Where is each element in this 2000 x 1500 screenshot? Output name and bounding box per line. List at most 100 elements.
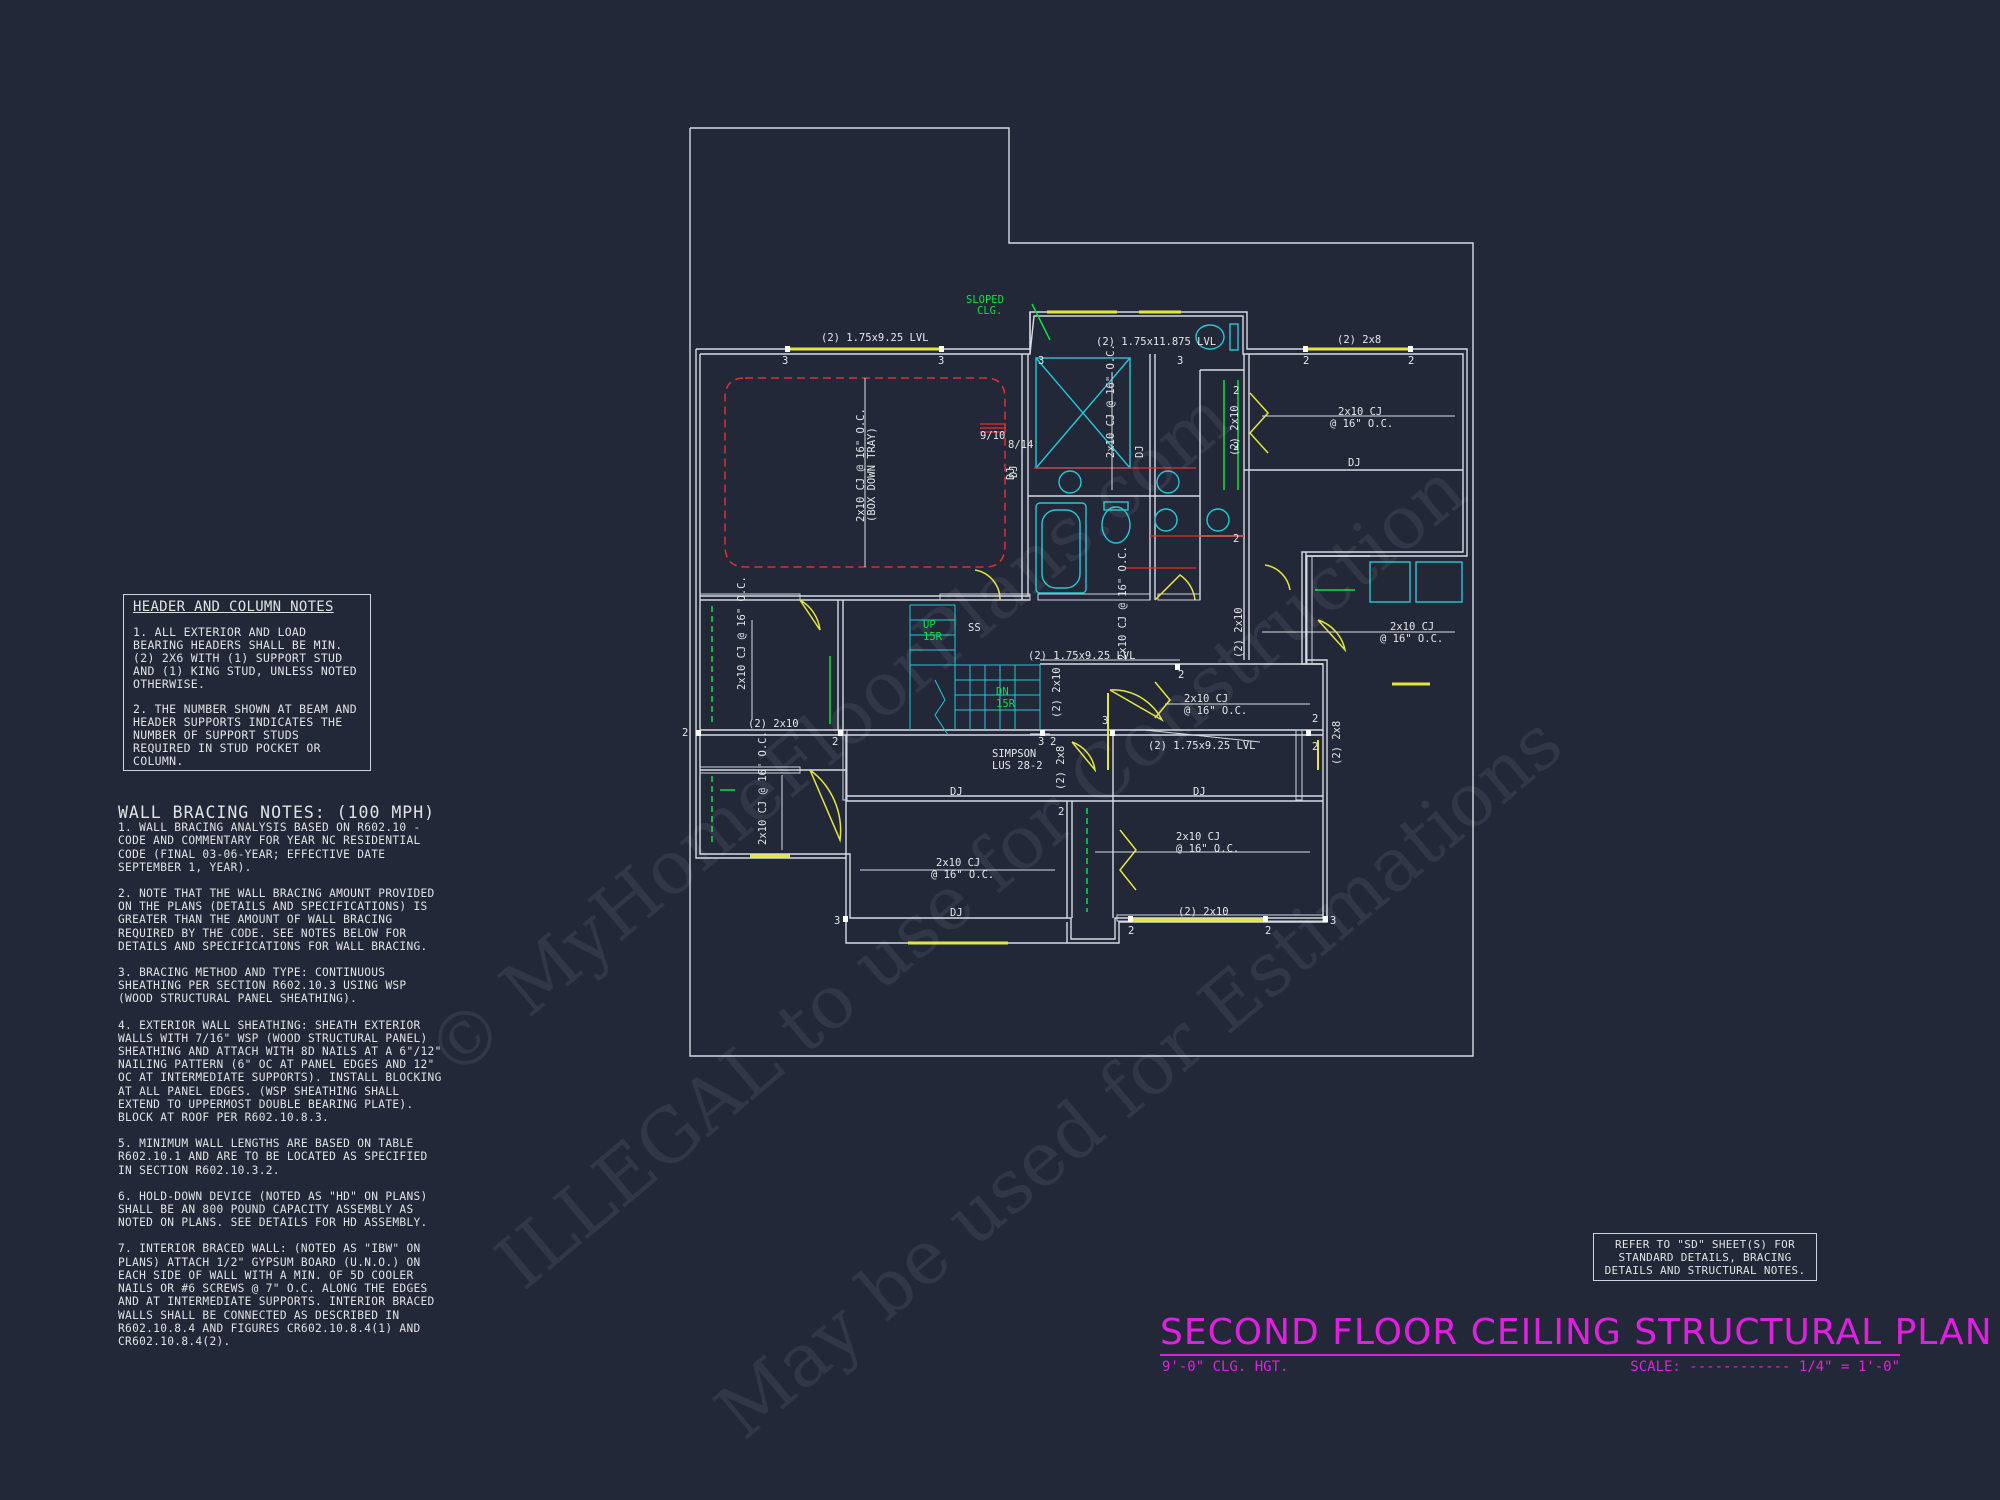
spacing-label: @ 16" O.C. <box>1380 633 1443 645</box>
support-count: 2 <box>1128 925 1134 937</box>
exterior-wall-outline <box>695 311 1468 944</box>
toilet <box>1101 506 1131 544</box>
roof-outline <box>689 127 1474 1057</box>
dj-label: DJ <box>950 786 963 798</box>
header-label: (2) 2x8 <box>1055 746 1067 790</box>
support-count: 3 <box>782 355 788 367</box>
header-label: (2) 2x10 <box>1229 405 1241 456</box>
support-count: 3 <box>1330 915 1336 927</box>
support-count: 3 <box>1038 355 1044 367</box>
scale-label: SCALE: ------------ 1/4" = 1'-0" <box>1630 1359 1900 1375</box>
header-label: (2) 1.75x11.875 LVL <box>1096 336 1216 348</box>
ceiling-joist-label: 2x10 CJ <box>1176 831 1220 843</box>
stair-label: DN <box>996 686 1009 698</box>
support-count: 3 <box>938 355 944 367</box>
support-count: 2 <box>1233 441 1239 453</box>
ceiling-joist-label: 2x10 CJ <box>1184 693 1228 705</box>
support-count: 2 <box>1265 925 1271 937</box>
note-item: 1. WALL BRACING ANALYSIS BASED ON R602.1… <box>118 821 421 874</box>
header-label: (2) 2x8 <box>1331 721 1343 765</box>
beams-windows <box>750 310 1430 945</box>
sink <box>1206 508 1230 532</box>
spacing-label: @ 16" O.C. <box>1176 843 1239 855</box>
support-count: 2 <box>1178 669 1184 681</box>
sink <box>1154 508 1178 532</box>
ceiling-joist-label: 2x10 CJ <box>1390 621 1434 633</box>
doors <box>799 392 1347 891</box>
support-count: 3 <box>1038 736 1044 748</box>
red-lines <box>980 423 1244 569</box>
header-column-notes: HEADER AND COLUMN NOTES 1. ALL EXTERIOR … <box>123 594 371 771</box>
sheet-title: SECOND FLOOR CEILING STRUCTURAL PLAN <box>1160 1312 1993 1353</box>
ceiling-joist-label: 2x10 CJ @ 16" O.C. <box>1117 546 1129 660</box>
support-count: 2 <box>1233 385 1239 397</box>
dj-label: DJ <box>1134 445 1146 458</box>
spacing-label: @ 16" O.C. <box>1330 418 1393 430</box>
hanger-label: SIMPSON <box>992 748 1036 760</box>
stair-label: 15R <box>923 631 943 643</box>
dj-label: DJ <box>1008 465 1020 478</box>
span-arrows <box>751 372 1455 871</box>
pitch-label: 9/10 <box>980 430 1005 442</box>
header-label: (2) 2x8 <box>1337 334 1381 346</box>
washer <box>1369 561 1411 603</box>
floor-plan <box>689 127 1474 1057</box>
spacing-label: @ 16" O.C. <box>1184 705 1247 717</box>
support-count: 3 <box>1177 355 1183 367</box>
support-count: 2 <box>832 736 838 748</box>
bathtub <box>1035 502 1087 594</box>
header-label: (2) 1.75x9.25 LVL <box>821 332 928 344</box>
title-underline <box>1160 1354 1900 1356</box>
support-count: 2 <box>682 727 688 739</box>
plan-labels: (2) 1.75x9.25 LVL (2) 1.75x11.875 LVL (2… <box>682 294 1443 937</box>
header-label: (2) 1.75x9.25 LVL <box>1148 740 1255 752</box>
tray-note: (BOX DOWN TRAY) <box>866 427 878 522</box>
note-item: 3. BRACING METHOD AND TYPE: CONTINUOUS S… <box>118 966 407 1006</box>
ceiling-joist-label: 2x10 CJ @ 16" O.C. <box>757 731 769 845</box>
stair-label: UP <box>923 619 936 631</box>
dj-label: DJ <box>1348 457 1361 469</box>
note-item: 5. MINIMUM WALL LENGTHS ARE BASED ON TAB… <box>118 1137 428 1177</box>
header-label: (2) 2x10 <box>1178 906 1229 918</box>
ceiling-joist-label: 2x10 CJ @ 16" O.C. <box>1105 344 1117 458</box>
header-label: (2) 2x10 <box>748 718 799 730</box>
spacing-label: @ 16" O.C. <box>931 869 994 881</box>
ceiling-joist-label: 2x10 CJ <box>1338 406 1382 418</box>
dryer <box>1415 561 1463 603</box>
wall-bracing-notes: WALL BRACING NOTES: (100 MPH) 1. WALL BR… <box>118 803 448 1361</box>
support-count: 2 <box>1058 806 1064 818</box>
dj-label: DJ <box>1005 467 1017 480</box>
ceiling-joist-label: 2x10 CJ @ 16" O.C. <box>855 408 867 522</box>
support-count: 3 <box>834 915 840 927</box>
support-count: 2 <box>1233 533 1239 545</box>
sloped-ceiling-label: SLOPED <box>966 294 1004 306</box>
support-count: 2 <box>1303 355 1309 367</box>
note-item: 7. INTERIOR BRACED WALL: (NOTED AS "IBW"… <box>118 1242 435 1348</box>
support-count: 2 <box>1312 741 1318 753</box>
stair <box>909 604 1041 736</box>
note-item: 2. NOTE THAT THE WALL BRACING AMOUNT PRO… <box>118 887 435 953</box>
note-item: 6. HOLD-DOWN DEVICE (NOTED AS "HD" ON PL… <box>118 1189 428 1230</box>
hanger-label: LUS 28-2 <box>992 760 1043 772</box>
sink <box>1156 470 1180 494</box>
support-count: 2 <box>1408 355 1414 367</box>
support-markers <box>696 346 1413 922</box>
wall-bracing-notes-title: WALL BRACING NOTES: (100 MPH) <box>118 803 436 822</box>
reference-note: REFER TO "SD" SHEET(S) FOR STANDARD DETA… <box>1593 1233 1817 1281</box>
header-label: (2) 1.75x9.25 LVL <box>1028 650 1135 662</box>
green-lines <box>711 303 1355 912</box>
header-label: (2) 2x10 <box>1051 667 1063 718</box>
ss-label: SS <box>968 622 981 634</box>
note-item: 4. EXTERIOR WALL SHEATHING: SHEATH EXTER… <box>118 1018 442 1125</box>
support-count: 3 <box>1102 715 1108 727</box>
sink <box>1058 470 1082 494</box>
box-down-tray <box>724 377 1006 568</box>
sloped-ceiling-label: CLG. <box>977 305 1002 317</box>
ceiling-joist-label: 2x10 CJ @ 16" O.C. <box>736 576 748 690</box>
note-item: 2. THE NUMBER SHOWN AT BEAM AND HEADER S… <box>133 702 357 768</box>
header-label: (2) 2x10 <box>1233 607 1245 658</box>
dj-label: DJ <box>950 907 963 919</box>
header-column-notes-title: HEADER AND COLUMN NOTES <box>133 599 334 615</box>
stair-label: 15R <box>996 698 1016 710</box>
